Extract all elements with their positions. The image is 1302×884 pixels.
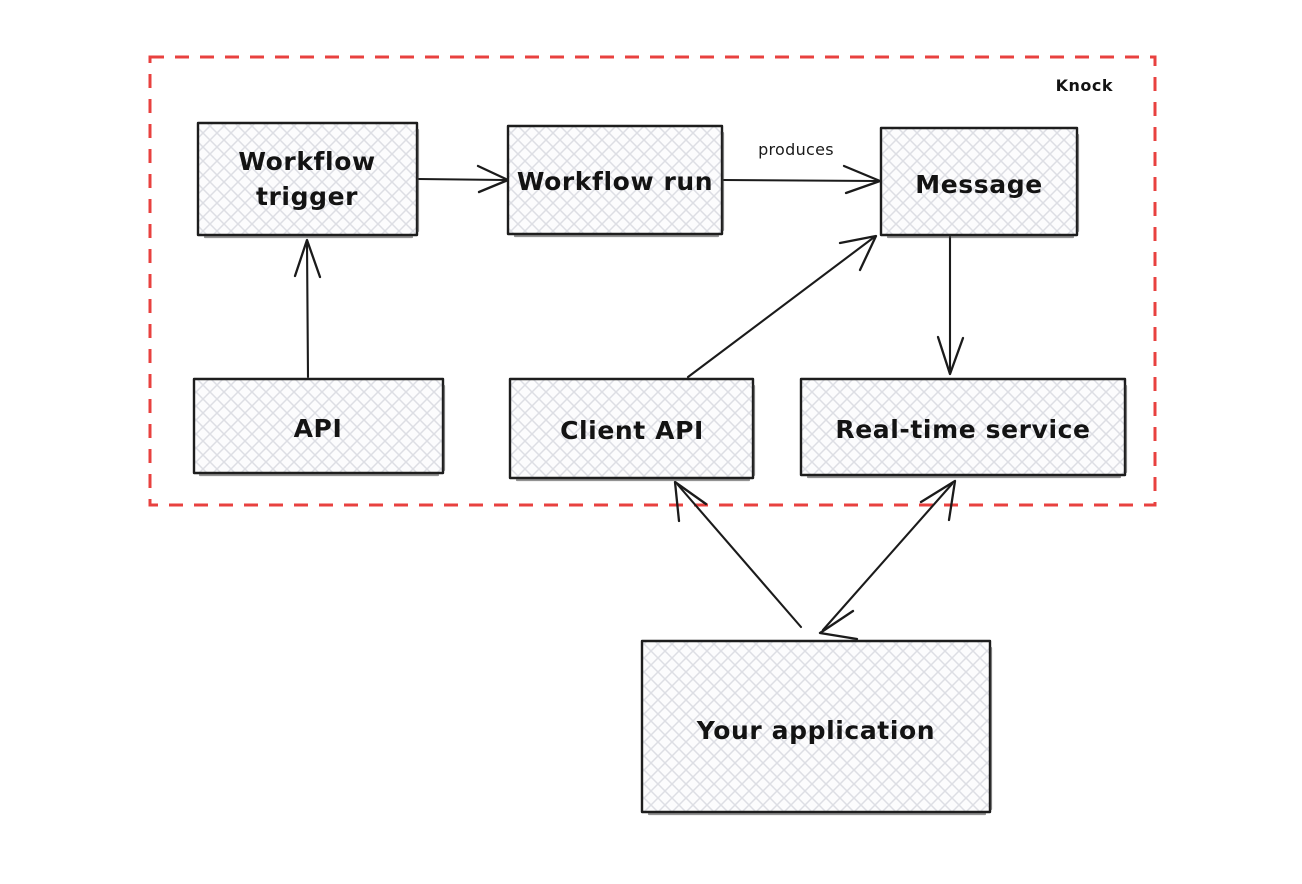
node-client-api-label: Client API xyxy=(560,416,704,445)
arrow-head-icon xyxy=(842,164,882,195)
node-message-box[interactable] xyxy=(879,126,1079,237)
arrow-head-icon xyxy=(919,479,957,522)
node-workflow-run[interactable]: Workflow run xyxy=(506,124,725,238)
node-api-label: API xyxy=(294,414,343,443)
edge-label-produces: produces xyxy=(758,140,834,159)
edge-client-api-to-message xyxy=(686,234,878,379)
node-real-time-service[interactable]: Real-time service xyxy=(799,377,1128,479)
node-client-api[interactable]: Client API xyxy=(508,377,756,482)
node-real-time-service-box[interactable] xyxy=(799,377,1127,477)
edge-run-to-message: produces xyxy=(721,140,882,195)
arrow-head-icon xyxy=(673,480,708,523)
node-your-application-label: Your application xyxy=(696,716,935,745)
node-your-application-box[interactable] xyxy=(640,639,992,814)
node-workflow-trigger-label-line2: trigger xyxy=(256,182,358,211)
node-workflow-trigger[interactable]: Workflow trigger xyxy=(196,121,420,239)
knock-boundary-label: Knock xyxy=(1056,76,1113,95)
knock-boundary-rect xyxy=(148,55,1157,507)
node-workflow-trigger-box[interactable] xyxy=(196,121,419,237)
node-message-label: Message xyxy=(915,170,1043,199)
node-api-box[interactable] xyxy=(192,377,445,475)
edge-app-realtime xyxy=(818,479,957,641)
edge-message-to-realtime xyxy=(936,235,965,376)
node-workflow-run-label: Workflow run xyxy=(517,167,713,196)
node-real-time-service-label: Real-time service xyxy=(835,415,1090,444)
edge-trigger-to-run xyxy=(416,164,510,194)
knock-boundary: Knock xyxy=(148,55,1157,507)
node-api[interactable]: API xyxy=(192,377,446,477)
edge-api-to-trigger xyxy=(293,238,322,379)
node-message[interactable]: Message xyxy=(879,126,1080,239)
edge-app-to-client-api xyxy=(673,480,803,629)
arrow-head-icon xyxy=(293,238,322,279)
arrow-head-icon xyxy=(838,234,878,272)
node-workflow-trigger-label-line1: Workflow xyxy=(238,147,375,176)
arrow-head-icon xyxy=(936,335,965,376)
arrow-head-icon xyxy=(818,609,859,641)
node-client-api-box[interactable] xyxy=(508,377,755,480)
node-your-application[interactable]: Your application xyxy=(640,639,993,816)
